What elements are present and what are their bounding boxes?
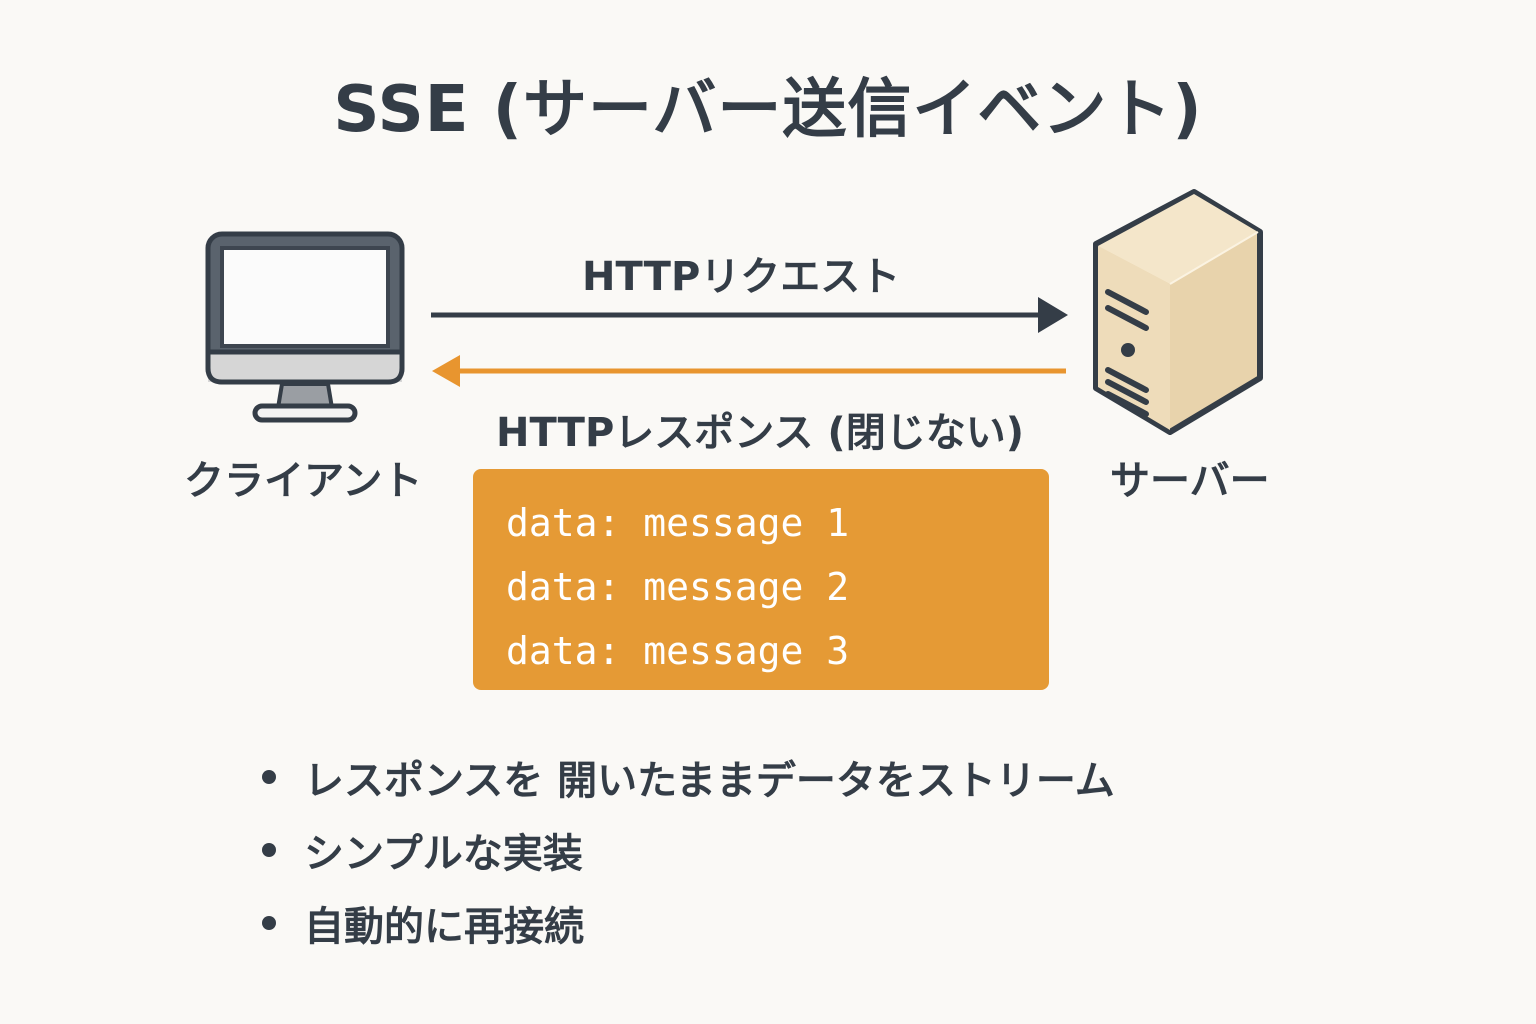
feature-list: レスポンスを 開いたままデータをストリーム シンプルな実装 自動的に再接続: [262, 740, 1115, 959]
server-label: サーバー: [1110, 458, 1270, 504]
stream-line: data: message 3: [506, 629, 850, 673]
server-tower-icon: [1093, 189, 1263, 435]
bullet-icon: [262, 769, 276, 784]
page-title: SSE (サーバー送信イベント): [333, 73, 1203, 147]
arrows: [431, 297, 1068, 387]
response-label: HTTPレスポンス (閉じない): [496, 410, 1024, 456]
client-label: クライアント: [184, 458, 423, 504]
bullet-icon: [262, 915, 276, 930]
bullet-icon: [262, 842, 276, 857]
stream-line: data: message 2: [506, 565, 850, 609]
request-arrow: [431, 297, 1068, 333]
response-arrow: [432, 355, 1066, 387]
list-item: レスポンスを 開いたままデータをストリーム: [262, 740, 1115, 813]
list-item: シンプルな実装: [262, 813, 1115, 886]
list-item: 自動的に再接続: [262, 886, 1115, 959]
monitor-icon: [205, 231, 405, 423]
request-label: HTTPリクエスト: [582, 254, 901, 300]
stream-line: data: message 1: [506, 501, 850, 545]
stream-data-box: data: message 1 data: message 2 data: me…: [473, 469, 1049, 690]
